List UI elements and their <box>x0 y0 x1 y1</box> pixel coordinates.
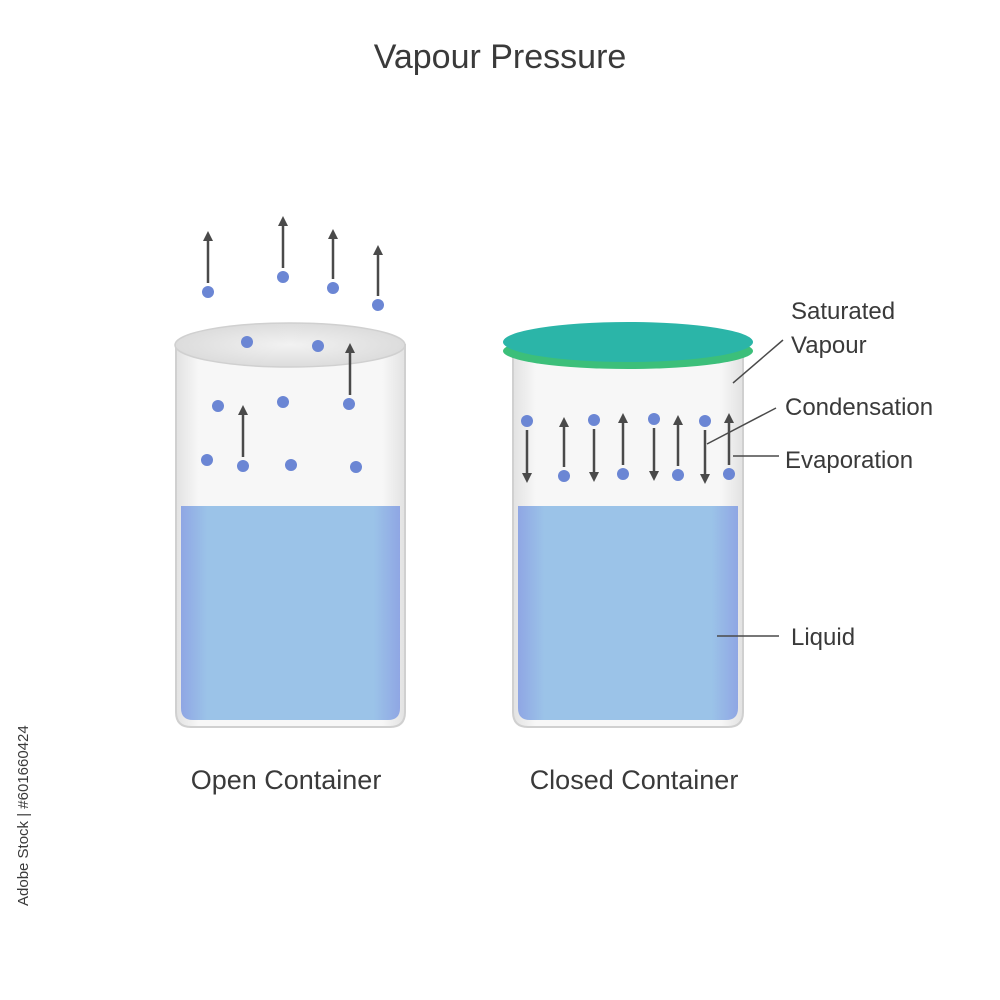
molecule <box>343 398 355 410</box>
evaporation-label: Evaporation <box>785 447 913 474</box>
molecule <box>350 461 362 473</box>
molecule <box>212 400 224 412</box>
molecule <box>723 468 735 480</box>
closed-container-label: Closed Container <box>530 765 739 795</box>
diagram-title: Vapour Pressure <box>374 38 627 76</box>
leader-lines <box>706 339 784 637</box>
molecule <box>372 299 384 311</box>
open-container-label: Open Container <box>191 765 382 795</box>
molecule <box>672 469 684 481</box>
molecule <box>237 460 249 472</box>
molecule <box>201 454 213 466</box>
open-vapour-molecules <box>201 336 362 473</box>
molecule <box>588 414 600 426</box>
molecule <box>312 340 324 352</box>
closed-container-lid <box>503 322 753 362</box>
molecule <box>617 468 629 480</box>
molecule <box>277 396 289 408</box>
open-escaping-molecules <box>202 216 384 311</box>
molecule <box>202 286 214 298</box>
saturated-vapour-leader <box>732 339 784 384</box>
condensation-label: Condensation <box>785 394 933 421</box>
closed-container-liquid <box>518 506 738 720</box>
open-container-liquid <box>181 506 400 720</box>
molecule <box>699 415 711 427</box>
molecule <box>241 336 253 348</box>
molecule <box>327 282 339 294</box>
molecule <box>277 271 289 283</box>
saturated-vapour-label-line1: Saturated <box>791 298 895 325</box>
closed-container <box>503 322 753 728</box>
molecule <box>521 415 533 427</box>
closed-vapour-molecules <box>521 413 735 484</box>
condensation-leader <box>706 407 777 445</box>
open-container-rim <box>174 322 406 368</box>
saturated-vapour-label-line2: Vapour <box>791 332 867 359</box>
open-container <box>174 322 406 728</box>
molecule <box>648 413 660 425</box>
liquid-label: Liquid <box>791 624 855 651</box>
stock-id-watermark: Adobe Stock | #601660424 <box>15 725 32 906</box>
molecule <box>558 470 570 482</box>
molecule <box>285 459 297 471</box>
